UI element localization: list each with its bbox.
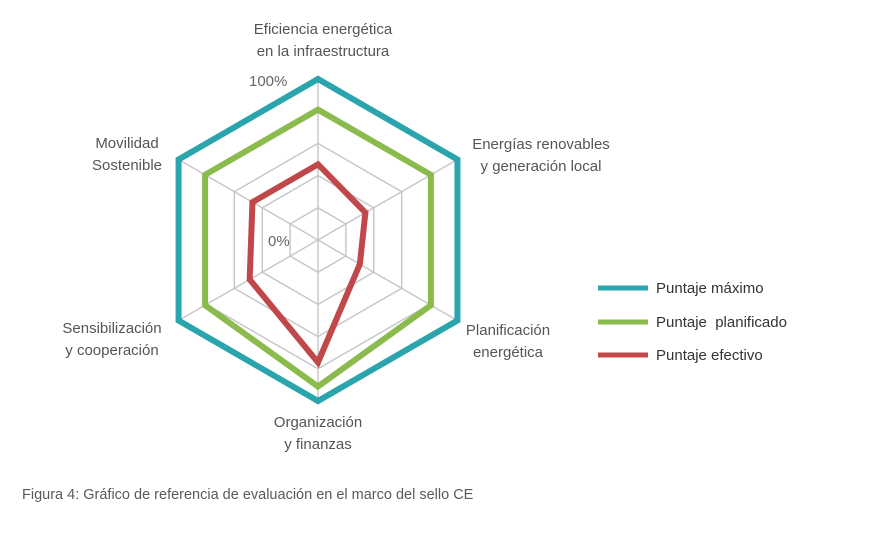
axis-label-line: Eficiencia energética — [254, 21, 393, 38]
legend: Puntaje máximo Puntaje planificado Punta… — [598, 280, 787, 364]
radar-spoke — [178, 158, 319, 241]
axis-label-line: Energías renovables — [472, 136, 610, 153]
radar-spoke — [317, 158, 458, 241]
axis-label-line: Sensibilización — [62, 320, 161, 337]
legend-label: Puntaje efectivo — [656, 347, 763, 364]
axis-label-line: y generación local — [481, 158, 602, 175]
axis-label-line: Organización — [274, 414, 362, 431]
legend-item: Puntaje planificado — [598, 314, 787, 331]
axis-labels: Eficiencia energética en la infraestructu… — [62, 21, 609, 453]
axis-label-line: y cooperación — [65, 342, 158, 359]
radar-series — [175, 75, 461, 405]
radar-grid — [178, 79, 458, 401]
axis-label-line: Planificación — [466, 322, 550, 339]
legend-item: Puntaje máximo — [598, 280, 764, 297]
radar-spoke — [317, 239, 458, 322]
tick-label-max: 100% — [249, 73, 287, 90]
axis-label-line: Movilidad — [95, 135, 158, 152]
figure-caption: Figura 4: Gráfico de referencia de evalu… — [22, 487, 474, 503]
axis-label-line: Sostenible — [92, 157, 162, 174]
radar-grid-ring — [233, 142, 403, 338]
radar-chart: Eficiencia energética en la infraestructu… — [62, 21, 787, 453]
radar-grid-ring — [261, 174, 375, 306]
legend-label: Puntaje planificado — [656, 314, 787, 331]
tick-label-min: 0% — [268, 233, 290, 250]
axis-label-line: en la infraestructura — [257, 43, 390, 60]
radar-series-1 — [175, 75, 461, 405]
axis-label-line: y finanzas — [284, 436, 352, 453]
axis-label-line: energética — [473, 344, 544, 361]
radar-grid-ring — [289, 206, 347, 274]
legend-label: Puntaje máximo — [656, 280, 764, 297]
radar-series-2 — [202, 106, 434, 391]
legend-item: Puntaje efectivo — [598, 347, 763, 364]
radar-series-3 — [246, 160, 369, 369]
